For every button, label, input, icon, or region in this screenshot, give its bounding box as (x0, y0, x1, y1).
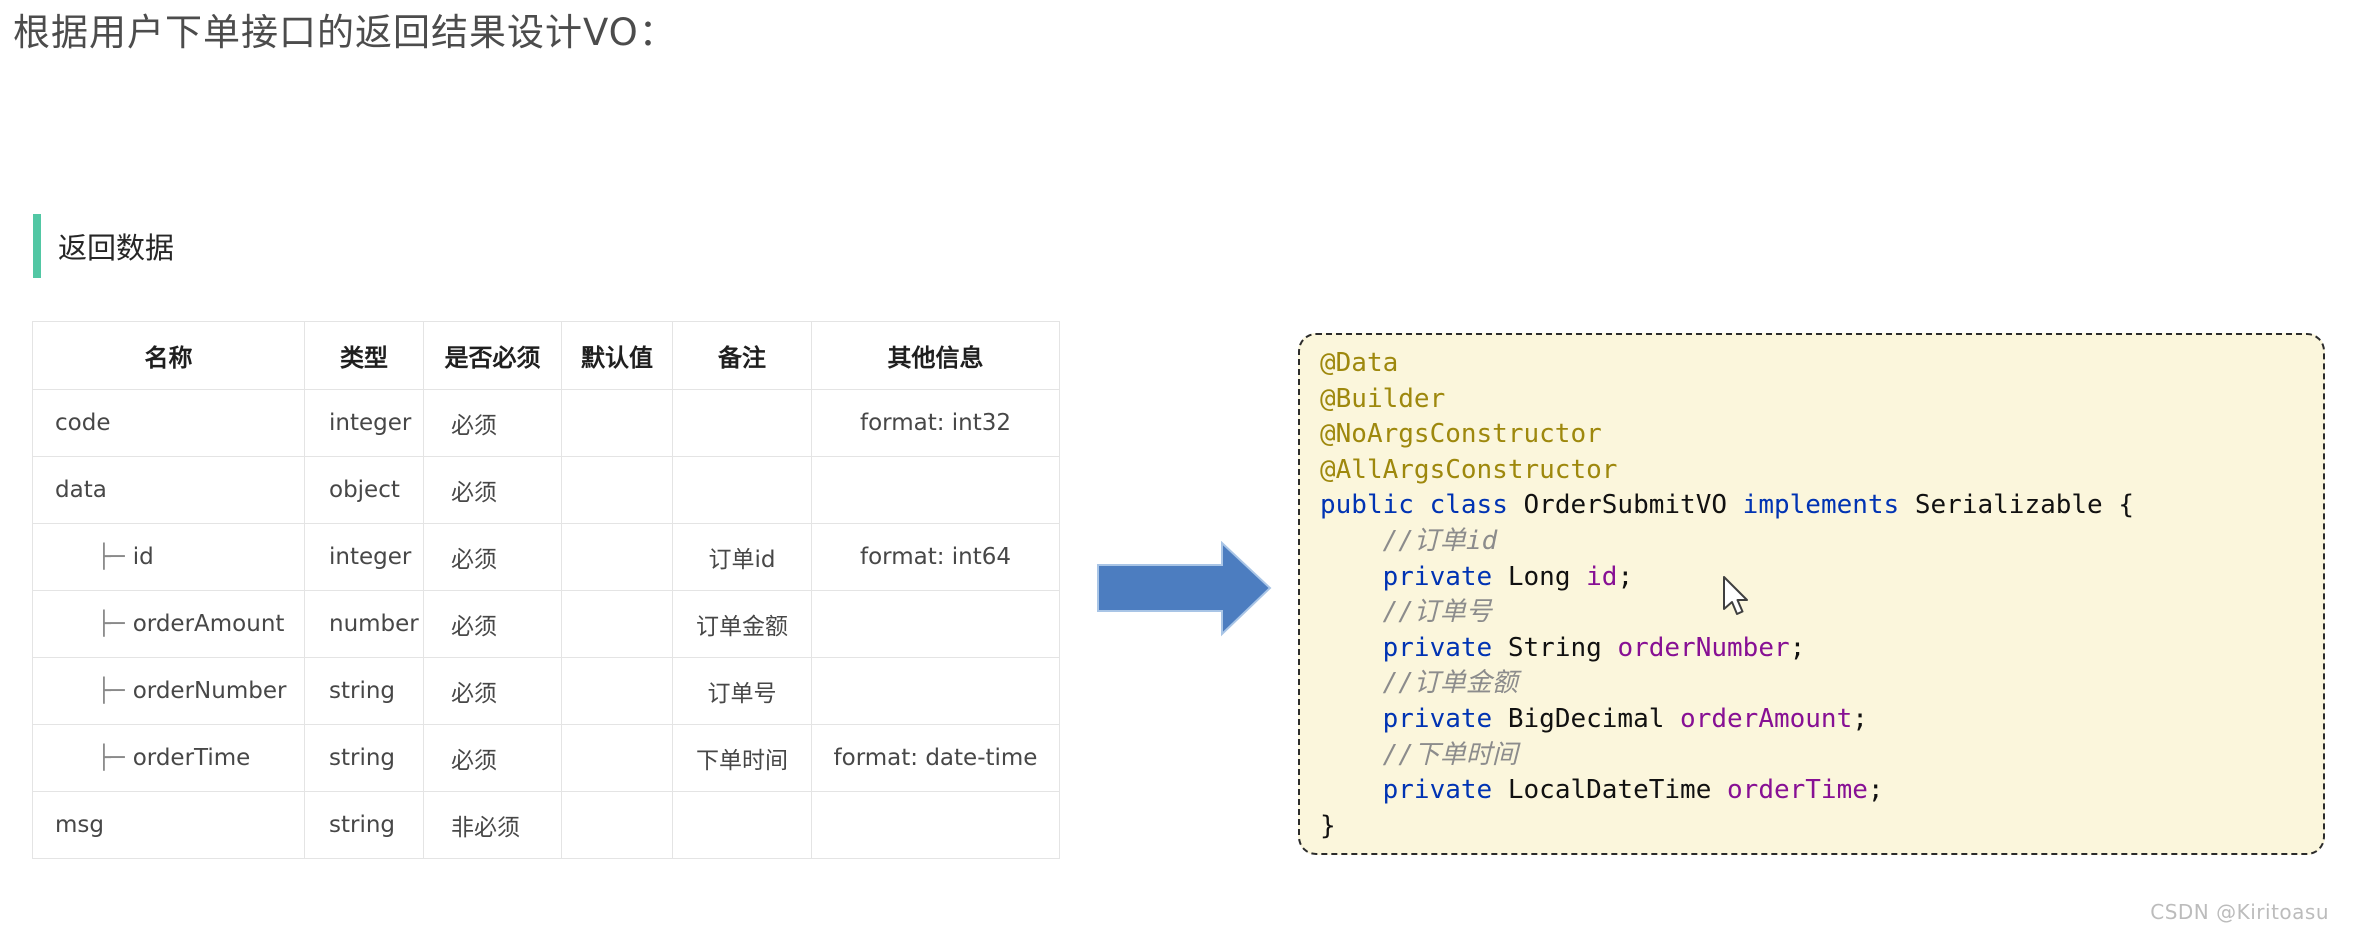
watermark: CSDN @Kiritoasu (2150, 900, 2329, 924)
tree-branch-icon: ├─ (97, 611, 125, 637)
code-line-4: public class OrderSubmitVO implements Se… (1320, 490, 2135, 521)
cell-remark-orderAmount: 订单金额 (672, 590, 812, 658)
section-header: 返回数据 (33, 213, 174, 279)
column-header-3: 默认值 (561, 321, 673, 390)
cell-name-id: ├─id (32, 523, 305, 591)
cell-other-orderNumber (811, 657, 1060, 725)
cell-name-data: data (32, 456, 305, 524)
cell-name-orderTime: ├─orderTime (32, 724, 305, 792)
code-line-7: //订单号 (1382, 597, 1492, 628)
cell-type-orderAmount: number (304, 590, 424, 658)
code-line-10: private BigDecimal orderAmount; (1382, 703, 1868, 734)
cell-default-orderTime (561, 724, 673, 792)
code-line-9: //订单金额 (1382, 668, 1518, 699)
column-header-2: 是否必须 (423, 321, 562, 390)
cell-type-id: integer (304, 523, 424, 591)
cell-default-orderAmount (561, 590, 673, 658)
tree-branch-icon: ├─ (97, 678, 125, 704)
cell-default-id (561, 523, 673, 591)
cell-remark-id: 订单id (672, 523, 812, 591)
code-line-13: } (1320, 810, 1336, 841)
column-header-5: 其他信息 (811, 321, 1060, 390)
tree-branch-icon: ├─ (97, 544, 125, 570)
code-line-2: @NoArgsConstructor (1320, 419, 1602, 450)
cell-remark-orderNumber: 订单号 (672, 657, 812, 725)
cell-type-msg: string (304, 791, 424, 859)
cell-remark-orderTime: 下单时间 (672, 724, 812, 792)
cell-name-orderAmount: ├─orderAmount (32, 590, 305, 658)
cell-default-code (561, 389, 673, 457)
cell-type-orderTime: string (304, 724, 424, 792)
code-line-11: //下单时间 (1382, 739, 1518, 770)
cell-default-data (561, 456, 673, 524)
code-line-5: //订单id (1382, 525, 1498, 556)
page-title: 根据用户下单接口的返回结果设计VO： (13, 11, 677, 54)
cell-other-data (811, 456, 1060, 524)
column-header-1: 类型 (304, 321, 424, 390)
tree-branch-icon: ├─ (97, 745, 125, 771)
code-line-3: @AllArgsConstructor (1320, 454, 1618, 485)
cell-name-orderNumber: ├─orderNumber (32, 657, 305, 725)
code-line-8: private String orderNumber; (1382, 632, 1806, 663)
cell-name-msg: msg (32, 791, 305, 859)
cell-name-code: code (32, 389, 305, 457)
cell-default-orderNumber (561, 657, 673, 725)
cell-remark-code (672, 389, 812, 457)
cell-type-code: integer (304, 389, 424, 457)
cell-other-orderAmount (811, 590, 1060, 658)
cell-other-orderTime: format: date-time (811, 724, 1060, 792)
code-line-6: private Long id; (1382, 561, 1634, 592)
cell-default-msg (561, 791, 673, 859)
cell-required-orderNumber: 必须 (423, 657, 562, 725)
cell-required-msg: 非必须 (423, 791, 562, 859)
table-header-row: 名称类型是否必须默认值备注其他信息 (32, 321, 1060, 390)
mouse-cursor-icon (1722, 576, 1758, 624)
arrow-right-icon (1097, 540, 1273, 641)
section-accent-bar (33, 214, 41, 278)
cell-required-orderAmount: 必须 (423, 590, 562, 658)
code-line-1: @Builder (1320, 383, 1446, 414)
code-block: @Data @Builder @NoArgsConstructor @AllArgsC… (1298, 333, 2325, 855)
code-line-0: @Data (1320, 348, 1399, 378)
cell-remark-msg (672, 791, 812, 859)
section-title: 返回数据 (58, 231, 175, 265)
cell-other-msg (811, 791, 1060, 859)
column-header-0: 名称 (32, 321, 305, 390)
cell-required-orderTime: 必须 (423, 724, 562, 792)
code-line-12: private LocalDateTime orderTime; (1382, 775, 1884, 806)
cell-type-data: object (304, 456, 424, 524)
column-header-4: 备注 (672, 321, 812, 390)
cell-required-code: 必须 (423, 389, 562, 457)
cell-other-id: format: int64 (811, 523, 1060, 591)
cell-remark-data (672, 456, 812, 524)
cell-required-id: 必须 (423, 523, 562, 591)
cell-other-code: format: int32 (811, 389, 1060, 457)
cell-required-data: 必须 (423, 456, 562, 524)
cell-type-orderNumber: string (304, 657, 424, 725)
